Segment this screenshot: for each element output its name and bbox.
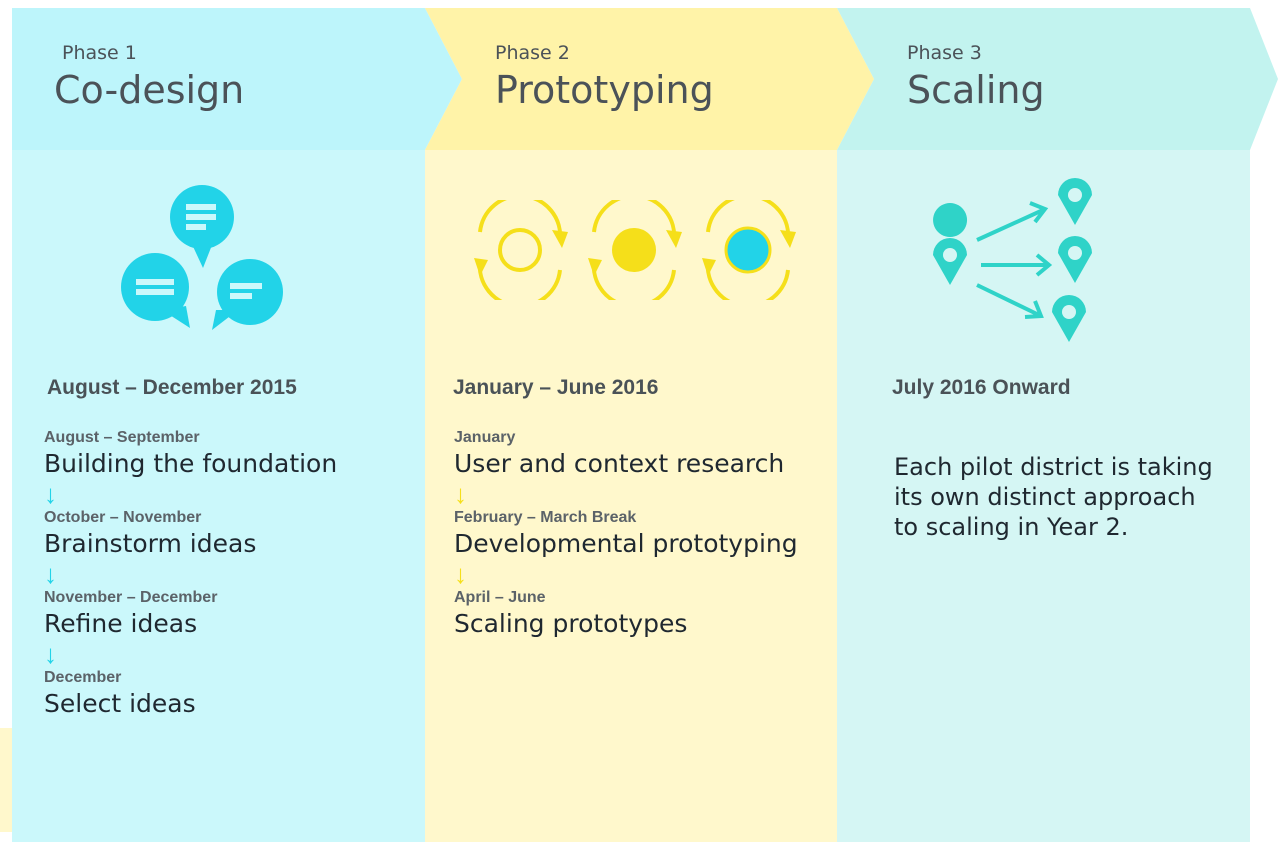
phase2-title: Prototyping bbox=[495, 68, 714, 112]
phase1-header-chevron bbox=[12, 8, 462, 150]
step-period: January bbox=[454, 429, 516, 446]
phase3-title: Scaling bbox=[907, 68, 1045, 112]
step-period: February – March Break bbox=[454, 509, 637, 526]
down-arrow-icon: ↓ bbox=[44, 479, 57, 509]
step-activity: Scaling prototypes bbox=[454, 609, 688, 638]
phase2-number: Phase 2 bbox=[495, 42, 570, 64]
step-period: April – June bbox=[454, 589, 546, 606]
step-period: November – December bbox=[44, 589, 218, 606]
left-edge-strip bbox=[0, 728, 12, 832]
phase2-date-range: January – June 2016 bbox=[453, 376, 659, 399]
down-arrow-icon: ↓ bbox=[454, 479, 467, 509]
step-activity: Refine ideas bbox=[44, 609, 198, 638]
down-arrow-icon: ↓ bbox=[44, 639, 57, 669]
phase1-date-range: August – December 2015 bbox=[47, 376, 297, 399]
step-period: October – November bbox=[44, 509, 202, 526]
step-activity: Developmental prototyping bbox=[454, 529, 798, 558]
phase3-description: Each pilot district is taking its own di… bbox=[894, 453, 1213, 541]
down-arrow-icon: ↓ bbox=[454, 559, 467, 589]
phase-header-band bbox=[12, 8, 1278, 150]
phase1-steps: August – September Building the foundati… bbox=[44, 428, 337, 720]
step-activity: Select ideas bbox=[44, 689, 196, 718]
speech-bubbles-icon bbox=[121, 185, 283, 330]
phase1-title: Co-design bbox=[54, 68, 245, 112]
phase2-steps: January User and context research ↓ Febr… bbox=[454, 428, 798, 640]
phase3-number: Phase 3 bbox=[907, 42, 982, 64]
phase1-number: Phase 1 bbox=[62, 42, 137, 64]
phase2-header-chevron bbox=[425, 8, 874, 150]
step-period: December bbox=[44, 669, 122, 686]
iteration-cycles-icon bbox=[474, 200, 796, 300]
step-activity: Building the foundation bbox=[44, 449, 338, 478]
step-activity: User and context research bbox=[454, 449, 785, 478]
phase3-header-chevron bbox=[837, 8, 1278, 150]
step-period: August – September bbox=[44, 429, 200, 446]
down-arrow-icon: ↓ bbox=[44, 559, 57, 589]
step-activity: Brainstorm ideas bbox=[44, 529, 257, 558]
location-pins-spread-icon bbox=[933, 178, 1092, 342]
phase1-column bbox=[12, 150, 425, 842]
phase3-date-range: July 2016 Onward bbox=[892, 376, 1071, 399]
